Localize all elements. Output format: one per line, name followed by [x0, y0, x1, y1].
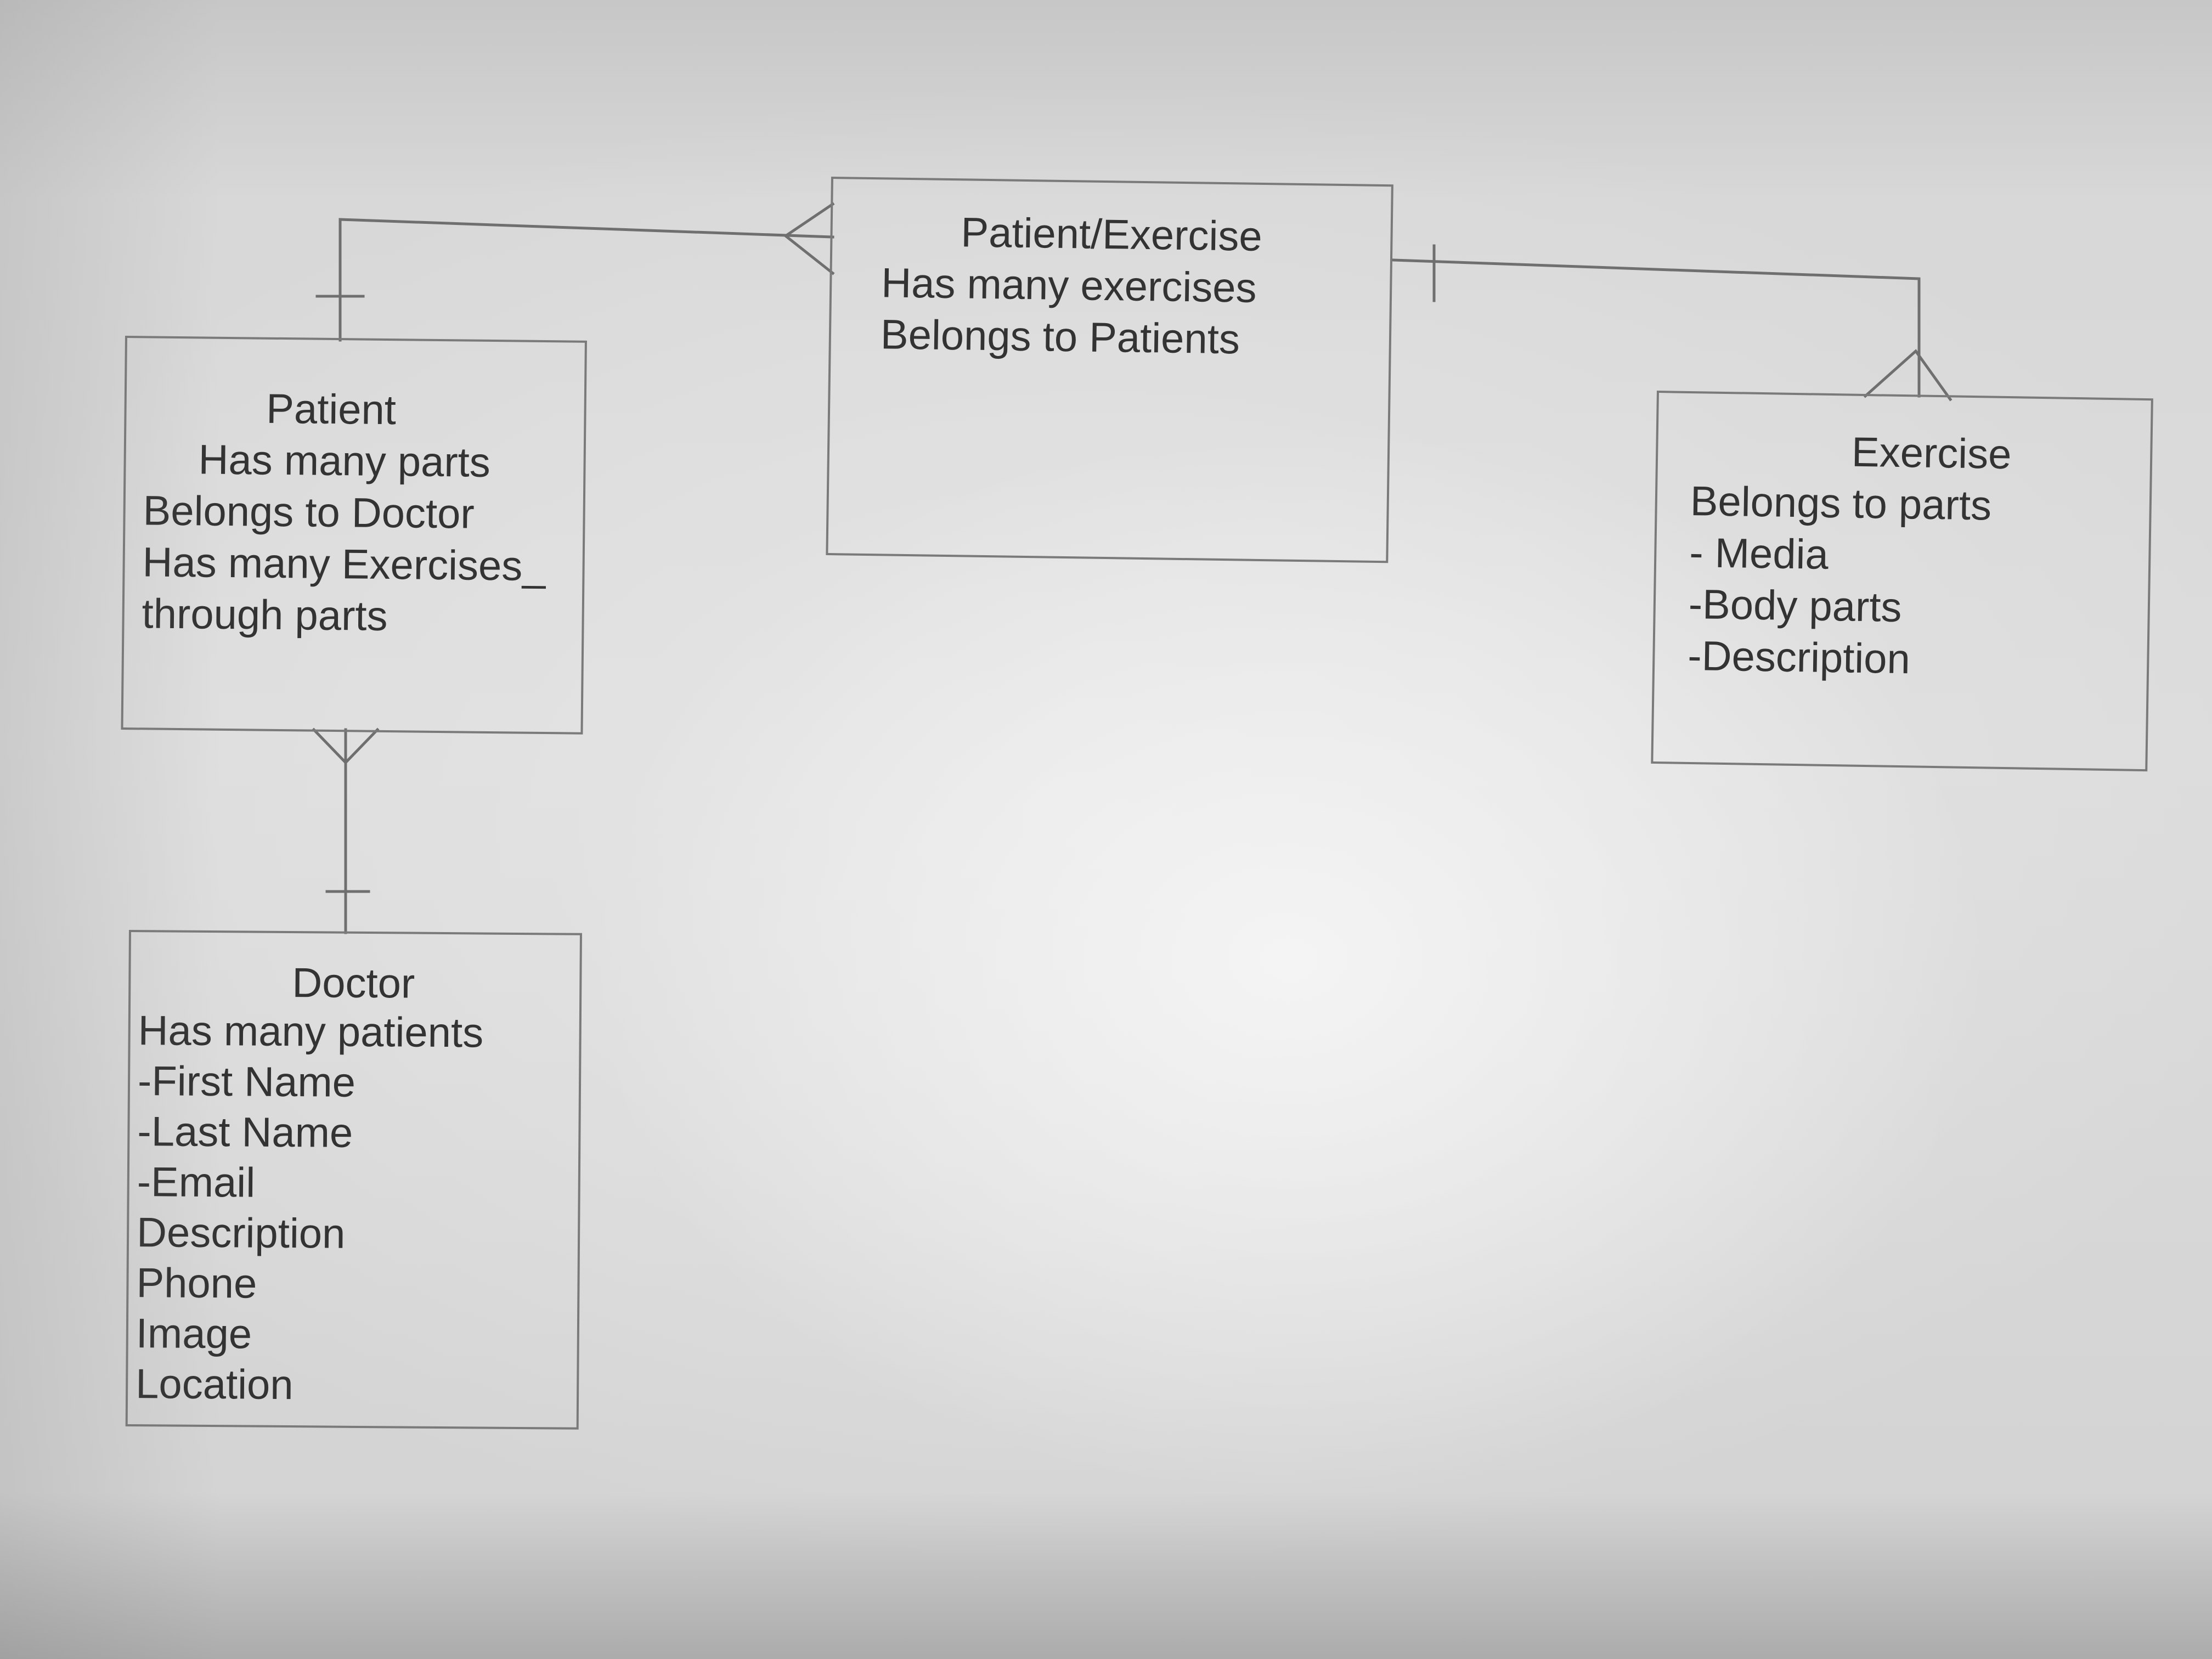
- entity-title: Patient/Exercise: [960, 209, 1263, 260]
- entity-attribute: Description: [136, 1209, 346, 1257]
- connector-patient-exercise-to-exercise: [1392, 258, 1921, 398]
- entity-title: Exercise: [1851, 428, 2012, 478]
- many-marker-patient-exercise-side: [783, 202, 835, 275]
- entity-title: Patient: [266, 385, 397, 434]
- entity-attribute: -Description: [1687, 632, 1911, 683]
- entity-attribute: -Email: [137, 1159, 256, 1206]
- entity-attribute: Has many parts: [198, 436, 491, 486]
- entity-attribute: Image: [136, 1310, 252, 1358]
- entity-attribute: Has many exercises: [881, 259, 1257, 312]
- connector-patient-to-patient-exercise: [338, 218, 834, 342]
- entity-attribute: Belongs to Doctor: [143, 487, 475, 538]
- entity-patient-exercise[interactable]: Patient/Exercise Has many exercises Belo…: [826, 177, 1393, 563]
- entity-attribute: Has many patients: [138, 1007, 484, 1057]
- entity-doctor[interactable]: Doctor Has many patients -First Name -La…: [125, 930, 582, 1430]
- entity-attribute: Phone: [136, 1260, 257, 1307]
- entity-title: Doctor: [292, 960, 415, 1007]
- entity-attribute: Has many Exercises_: [142, 539, 546, 590]
- entity-patient[interactable]: Patient Has many parts Belongs to Doctor…: [121, 336, 587, 735]
- entity-attribute: Location: [135, 1361, 294, 1409]
- entity-attribute: -First Name: [137, 1058, 356, 1106]
- entity-attribute: -Body parts: [1688, 580, 1903, 631]
- entity-attribute: Belongs to parts: [1690, 477, 1992, 529]
- entity-exercise[interactable]: Exercise Belongs to parts - Media -Body …: [1651, 391, 2153, 772]
- entity-attribute: Belongs to Patients: [880, 311, 1240, 363]
- entity-attribute: through parts: [142, 590, 388, 640]
- many-marker-exercise-side: [1863, 349, 1953, 402]
- entity-attribute: - Media: [1689, 529, 1829, 578]
- entity-attribute: -Last Name: [137, 1108, 353, 1156]
- many-marker-patient-bottom: [312, 727, 380, 765]
